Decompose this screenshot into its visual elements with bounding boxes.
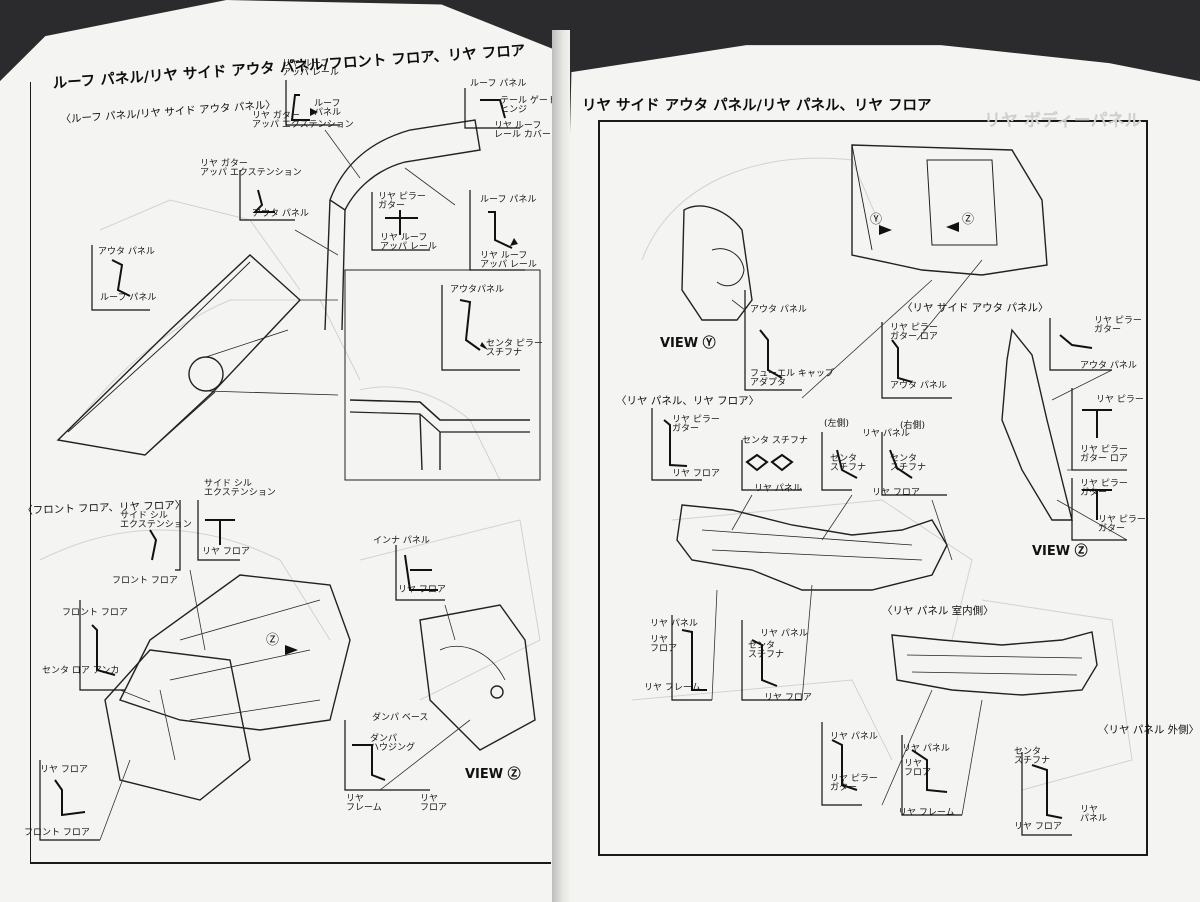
label-damper-base: ダンパ ベース bbox=[372, 713, 429, 723]
label-rr-pillar-gutter: リヤ ピラー ガター bbox=[378, 192, 426, 212]
label-rr-panel-g: リヤ パネル bbox=[1080, 805, 1108, 825]
marker-y-right: Ⓨ bbox=[870, 212, 883, 226]
label-rr-roof-upper-rail: リヤ ルーフ アッパ レール bbox=[282, 59, 339, 79]
label-rr-floor-r6: リヤ フロア bbox=[1014, 822, 1062, 832]
label-rr-pillar-gutter-a: リヤ ピラー ガター bbox=[1094, 316, 1142, 336]
label-rr-panel-e: リヤ パネル bbox=[830, 732, 878, 742]
section-rear-panel-outside: 〈リヤ パネル 外側〉 bbox=[1098, 724, 1200, 736]
label-rr-panel-a: リヤ パネル bbox=[754, 484, 802, 494]
label-rr-pillar-gutter-b: リヤ ピラー ガター bbox=[1080, 479, 1128, 499]
left-page: ルーフ パネル/リヤ サイド アウタ パネル/フロント フロア、リヤ フロア 〈… bbox=[0, 0, 566, 902]
label-rr-floor-r1: リヤ フロア bbox=[672, 469, 720, 479]
right-ghost-header: リヤ ボディーパネル bbox=[984, 111, 1142, 131]
label-roof-panel-d: ルーフ パネル bbox=[100, 293, 157, 303]
label-rr-panel-b: リヤ パネル bbox=[862, 429, 910, 439]
label-rr-gutter-upper-ext-a: リヤ ガター アッパ エクステンション bbox=[252, 111, 354, 131]
label-rr-roof-upper-rail-c: リヤ ルーフ アッパ レール bbox=[480, 251, 537, 271]
label-front-floor-c: フロント フロア bbox=[24, 828, 90, 838]
section-rear-panel-floor: 〈リヤ パネル、リヤ フロア〉 bbox=[616, 395, 760, 407]
label-outer-panel-c: アウタパネル bbox=[450, 285, 505, 295]
label-rr-roof-upper-rail-b: リヤ ルーフ アッパ レール bbox=[380, 233, 437, 253]
label-rr-frame-r1: リヤ フレーム bbox=[644, 683, 701, 693]
view-z-left: VIEW Ⓩ bbox=[465, 767, 521, 782]
label-rr-floor-a: リヤ フロア bbox=[202, 547, 250, 557]
left-page-border bbox=[30, 82, 551, 864]
left-diagram-art bbox=[39, 80, 541, 841]
label-rr-floor-c: リヤ フロア bbox=[40, 765, 88, 775]
label-inner-panel: インナ パネル bbox=[373, 536, 430, 546]
label-rr-pillar-gutter-e: リヤ ピラー ガター bbox=[830, 774, 878, 794]
label-center-stiffener-c: センタ スチフナ bbox=[890, 454, 927, 474]
label-outer-panel-z: アウタ パネル bbox=[890, 381, 947, 391]
label-rr-floor-d: リヤ フロア bbox=[420, 794, 448, 814]
label-damper-housing: ダンパ ハウジング bbox=[370, 734, 416, 754]
label-rr-pillar-gutter-d: リヤ ピラー ガター bbox=[672, 415, 720, 435]
label-center-stiffener-e: センタ スチフナ bbox=[1014, 747, 1051, 767]
section-rear-panel-inside: 〈リヤ パネル 室内側〉 bbox=[882, 605, 994, 617]
label-roof-panel-b: ルーフ パネル bbox=[470, 79, 527, 89]
label-outer-panel-b: アウタ パネル bbox=[98, 247, 155, 257]
label-roof-panel-a: ルーフ パネル bbox=[314, 99, 342, 119]
label-roof-panel-c: ルーフ パネル bbox=[480, 195, 537, 205]
section-rear-side-outer: 〈リヤ サイド アウタ パネル〉 bbox=[902, 302, 1049, 314]
label-center-pillar-stiffener: センタ ピラー スチフナ bbox=[486, 339, 543, 359]
label-rr-floor-r3: リヤ フロア bbox=[650, 635, 678, 655]
label-rr-gutter-upper-ext-b: リヤ ガター アッパ エクステンション bbox=[200, 159, 302, 179]
label-center-lower-anchor: センタ ロア アンカ bbox=[42, 666, 120, 676]
label-rr-roof-rail-cover: リヤ ルーフ レール カバー bbox=[494, 121, 551, 141]
label-rr-frame-r2: リヤ フレーム bbox=[898, 808, 955, 818]
marker-z-left: Ⓩ bbox=[266, 633, 280, 648]
label-rr-floor-r4: リヤ フロア bbox=[764, 693, 812, 703]
label-rr-floor-b: リヤ フロア bbox=[398, 585, 446, 595]
label-outer-panel-y: アウタ パネル bbox=[750, 305, 807, 315]
label-center-stiffener-d: センタ スチフナ bbox=[748, 641, 785, 661]
label-rr-pillar-gutter-lower-a: リヤ ピラー ガター ロア bbox=[890, 323, 938, 343]
right-page-border bbox=[598, 120, 1148, 856]
book-gutter bbox=[552, 30, 570, 902]
label-right-side: (右側) bbox=[900, 421, 926, 431]
view-y-right: VIEW Ⓨ bbox=[660, 336, 716, 351]
label-tail-gate-hinge: テール ゲート ヒンジ bbox=[500, 96, 557, 116]
label-fuel-cap-adapter: フューエル キャップ アダプタ bbox=[750, 369, 834, 389]
marker-z-right: Ⓩ bbox=[962, 212, 975, 226]
label-front-floor-b: フロント フロア bbox=[62, 608, 128, 618]
label-rr-panel-d: リヤ パネル bbox=[760, 629, 808, 639]
label-front-floor-a: フロント フロア bbox=[112, 576, 178, 586]
label-side-sill-ext-b: サイド シル エクステンション bbox=[120, 511, 192, 531]
label-rr-panel-f: リヤ パネル bbox=[902, 744, 950, 754]
label-rr-floor-r2: リヤ フロア bbox=[872, 488, 920, 498]
label-side-sill-ext-a: サイド シル エクステンション bbox=[204, 479, 276, 499]
label-rr-floor-r5: リヤ フロア bbox=[904, 759, 932, 779]
label-outer-panel-a: アウタ パネル bbox=[252, 209, 309, 219]
label-rr-panel-c: リヤ パネル bbox=[650, 619, 698, 629]
label-rr-frame: リヤ フレーム bbox=[346, 794, 382, 814]
label-rr-pillar: リヤ ピラー bbox=[1096, 395, 1144, 405]
label-rr-pillar-gutter-c: リヤ ピラー ガター bbox=[1098, 515, 1146, 535]
right-page-header: リヤ サイド アウタ パネル/リヤ パネル、リヤ フロア bbox=[582, 98, 932, 114]
view-z-right: VIEW Ⓩ bbox=[1032, 544, 1088, 559]
label-outer-panel-z2: アウタ パネル bbox=[1080, 361, 1137, 371]
right-page: リヤ サイド アウタ パネル/リヤ パネル、リヤ フロア リヤ ボディーパネル bbox=[552, 45, 1200, 902]
label-center-stiffener-a: センタ スチフナ bbox=[742, 436, 808, 446]
label-left-side: (左側) bbox=[824, 419, 850, 429]
label-center-stiffener-b: センタ スチフナ bbox=[830, 454, 867, 474]
label-rr-pillar-gutter-lower-b: リヤ ピラー ガター ロア bbox=[1080, 445, 1128, 465]
